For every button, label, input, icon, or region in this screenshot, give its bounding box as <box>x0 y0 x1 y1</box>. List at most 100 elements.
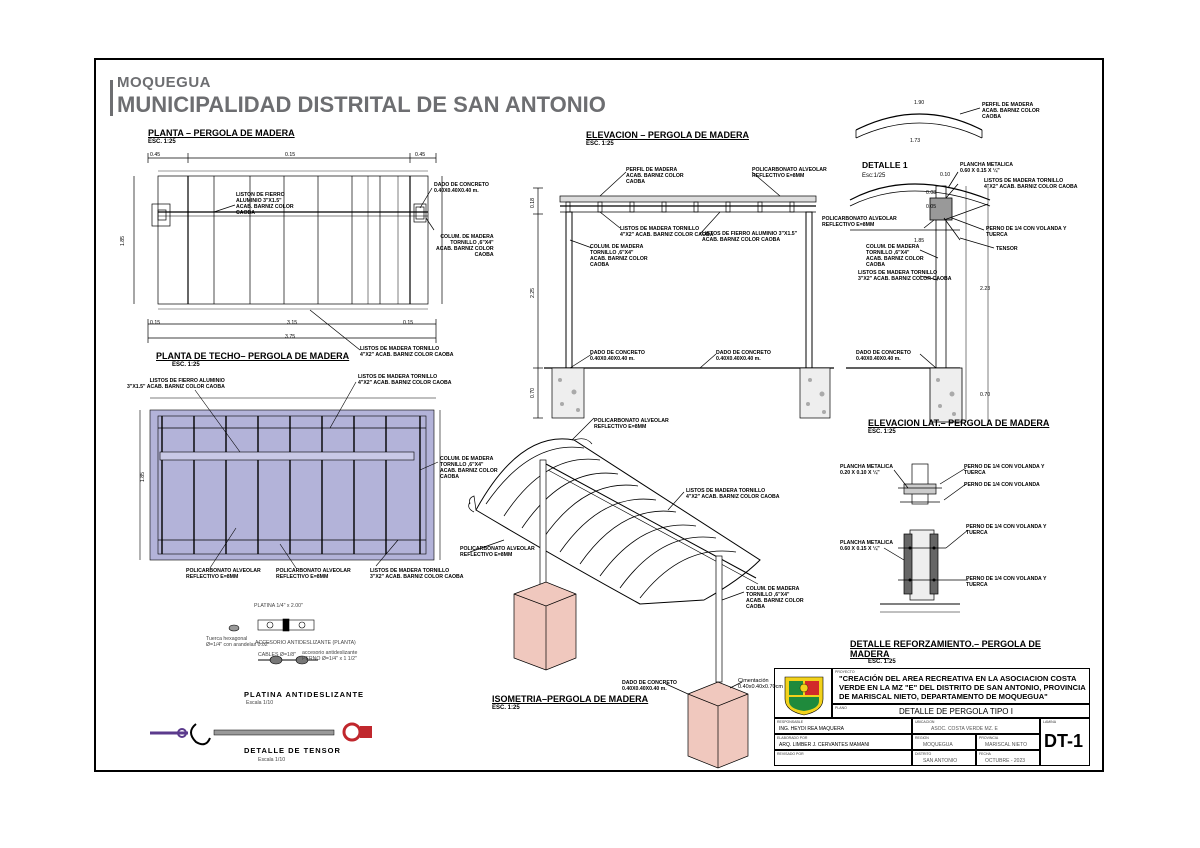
project-text: "CREACIÓN DEL AREA RECREATIVA EN LA ASOC… <box>839 674 1086 701</box>
planta-dim-b5: 0.15 <box>403 320 414 326</box>
elab-cell: ELABORADO POR ARQ. LIMBER J. CERVANTES M… <box>774 734 912 750</box>
planta-title: PLANTA – PERGOLA DE MADERA <box>148 128 295 138</box>
elevacion-scale: ESC. 1:25 <box>586 141 614 147</box>
techo-title: PLANTA DE TECHO– PERGOLA DE MADERA <box>156 351 350 361</box>
platina-accesorio: ACCESORIO ANTIDESLIZANTE (PLANTA) <box>255 640 356 646</box>
planta-dim-b1: 0.15 <box>150 320 161 326</box>
platina-dim: PLATINA 1/4" x 2.00" <box>254 603 303 609</box>
sheet-cell: LAMINA DT-1 <box>1040 718 1090 766</box>
planta-scale: ESC. 1:25 <box>148 139 176 145</box>
detalle1-scale: Esc:1/25 <box>862 173 886 179</box>
elev-lat-title: ELEVACION LAT.– PERGOLA DE MADERA <box>868 418 1050 428</box>
planta-dim-2: 0.15 <box>285 152 296 158</box>
iso-scale: ESC. 1:25 <box>492 705 520 711</box>
platina-cables: CABLES Ø=1/8" <box>258 652 297 658</box>
region-cell: REGION MOQUEGUA <box>912 734 976 750</box>
elev-lat-scale: ESC. 1:25 <box>868 429 896 435</box>
tensor-scale: Escala 1/10 <box>258 757 286 763</box>
det-curve-2: 1.73 <box>910 138 921 144</box>
logo-cell <box>774 668 832 718</box>
loc-cell: UBICACION ASOC. COSTA VERDE MZ. E <box>912 718 1040 734</box>
det-val-5: 2.23 <box>980 286 991 292</box>
prov-cell: PROVINCIA MARISCAL NIETO <box>976 734 1040 750</box>
planta-total: 3.75 <box>285 334 296 340</box>
municipal-logo-icon <box>784 676 824 716</box>
iso-title: ISOMETRIA–PERGOLA DE MADERA <box>492 694 649 704</box>
date-cell: FECHA OCTUBRE - 2023 <box>976 750 1040 766</box>
ref-title-2: MADERA <box>850 649 890 659</box>
dist-cell: DISTRITO SAN ANTONIO <box>912 750 976 766</box>
techo-scale: ESC. 1:25 <box>172 362 200 368</box>
label-tensor-det: TENSOR <box>996 246 1018 252</box>
ref-title: DETALLE REFORZAMIENTO.– PERGOLA DE <box>850 639 1041 649</box>
header-title: MUNICIPALIDAD DISTRITAL DE SAN ANTONIO <box>117 92 606 117</box>
det-val-2: 0.08 <box>926 190 937 196</box>
planta-dim-3: 0.45 <box>415 152 426 158</box>
label-perno-ref-2: PERNO DE 1/4 CON VOLANDA <box>964 482 1040 488</box>
planta-dim-b4: 3.15 <box>287 320 298 326</box>
ref-scale: ESC. 1:25 <box>868 659 896 665</box>
sheet-code: DT-1 <box>1044 731 1084 751</box>
elevacion-title: ELEVACION – PERGOLA DE MADERA <box>586 130 750 140</box>
tensor-icon <box>150 722 372 746</box>
det-val-3: 0.05 <box>926 204 937 210</box>
det-curve-1: 1.90 <box>914 100 925 106</box>
header-subtitle: MOQUEGUA <box>117 74 211 91</box>
planta-dim-1: 0.45 <box>150 152 161 158</box>
detalle1-title: DETALLE 1 <box>862 160 908 170</box>
plan-cell: PLANO DETALLE DE PERGOLA TIPO I <box>832 704 1090 718</box>
platina-title: PLATINA ANTIDESLIZANTE <box>244 690 365 699</box>
tensor-title: DETALLE DE TENSOR <box>244 746 341 755</box>
det-val-4: 1.85 <box>914 238 925 244</box>
platina-scale: Escala 1/10 <box>246 700 274 706</box>
sheet-border <box>94 58 1104 772</box>
det-val-6: 0.70 <box>980 392 991 398</box>
rev-cell: REVISADO POR <box>774 750 912 766</box>
label-listos-fierro-elev: LISTOS DE FIERRO ALUMINIO 3"X1.5"ACAB. B… <box>702 231 798 243</box>
resp-cell: RESPONSABLE ING. HEYDI REA MAQUERA <box>774 718 912 734</box>
header-bar <box>110 80 113 116</box>
